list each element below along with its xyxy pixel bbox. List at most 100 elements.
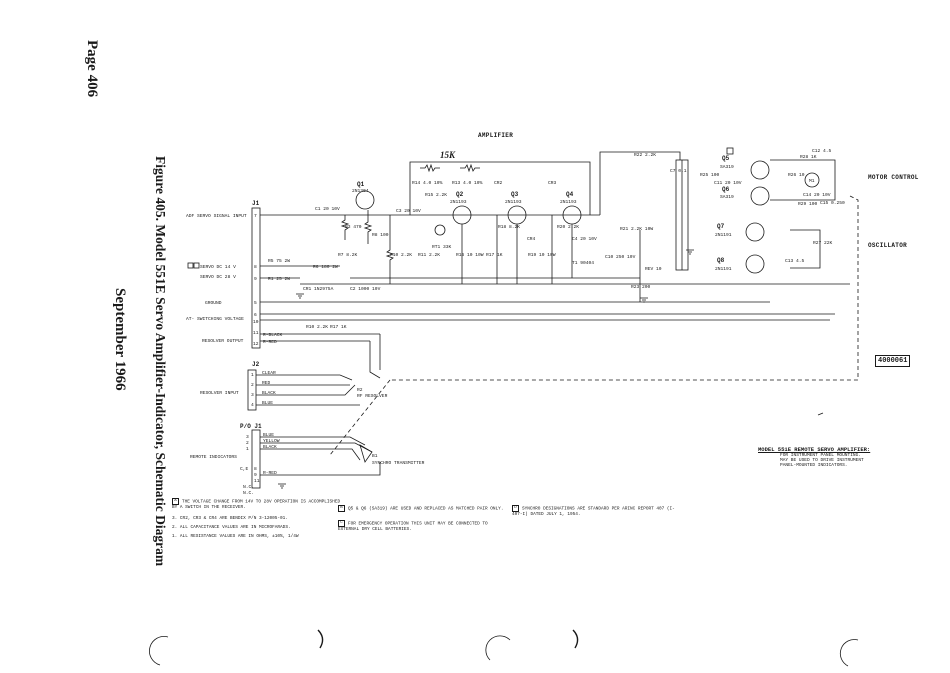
component-value: R19 10 10W [528, 252, 556, 258]
tick-mark [817, 412, 824, 416]
component-value: R26 10 [788, 172, 805, 178]
component-value: R11 2.2K [418, 252, 440, 258]
q1-type: 2N1304 [352, 188, 369, 194]
binder-hole-mark [485, 635, 511, 661]
output-rail [599, 151, 681, 215]
ground-symbols [278, 249, 694, 489]
component-value: R8 100 [372, 232, 389, 238]
component-value: R6 180 2W [313, 264, 338, 270]
note-a-marker [193, 262, 200, 269]
component-value: C14 20 10V [803, 192, 831, 198]
j2-wire: CLEAR [262, 370, 276, 376]
q7-ref: Q7 [717, 223, 725, 230]
j2-pin: 1 [251, 372, 254, 378]
pj1-label: P/O J1 [240, 423, 262, 430]
r2-desc: RF RESOLVER [357, 393, 388, 399]
component-value: R23 200 [631, 284, 651, 290]
note-mark: B [338, 505, 345, 512]
b1-synchro-symbol [359, 444, 373, 463]
q4-ref: Q4 [566, 191, 574, 198]
component-value: CR2 [494, 180, 503, 186]
resistor-symbol [420, 163, 440, 173]
j2-wire-line [256, 374, 353, 381]
j2-pin: 2 [251, 382, 254, 388]
pj1-title: REMOTE INDICATORS [190, 454, 237, 460]
ground-symbol [640, 297, 648, 303]
pj1-pin: 2 [246, 440, 249, 446]
j1-signal: GROUND [205, 300, 222, 306]
binder-hole-mark [317, 629, 324, 649]
j1-pin: 6 [254, 312, 257, 318]
component-value: R7 8.2K [338, 252, 358, 258]
component-value: C11 20 10V [714, 180, 742, 186]
component-value: R16 10 10W [456, 252, 484, 258]
j1-signal: RESOLVER OUTPUT [202, 338, 244, 344]
note-1: 1. ALL RESISTANCE VALUES ARE IN OHMS, ±1… [172, 534, 342, 539]
rt1-thermistor [434, 224, 446, 236]
j1-pin: 7 [254, 213, 257, 219]
component-value: C12 4.5 [812, 148, 832, 154]
pj1-pin: 9 [254, 472, 257, 478]
q2-type: 2N1193 [450, 199, 467, 205]
note-3: 3. CR2, CR3 & CR4 ARE BENDIX P/N 3-12005… [172, 516, 342, 521]
q1-ref: Q1 [357, 181, 365, 188]
b1-desc: SYNCHRO TRANSMITTER [372, 460, 425, 466]
q2-ref: Q2 [456, 191, 464, 198]
note-mark: 1. [172, 534, 178, 539]
component-value: R25 100 [700, 172, 720, 178]
pj1-pin: 3 [246, 434, 249, 440]
component-value: C3 20 10V [396, 208, 421, 214]
pj1-wire-line [260, 448, 361, 461]
r2-ref: R2 [357, 387, 363, 393]
j1-label: J1 [252, 200, 260, 207]
component-value: R28 1K [800, 154, 817, 160]
component-value: R20 2.2K [557, 224, 579, 230]
component-value: R3 470 [345, 224, 362, 230]
t1-label: C7 0.1 [670, 168, 687, 174]
component-value: R13 4.0 10% [452, 180, 483, 186]
q6-transistor [750, 186, 770, 206]
component-value: REV 10 [645, 266, 662, 272]
resistor-symbol [385, 215, 395, 284]
pj1-pin: 1 [246, 446, 249, 452]
q1-transistor [355, 190, 375, 210]
pj1-pin: N.C. [243, 484, 254, 490]
pj1-wire: R-RED [263, 470, 277, 476]
component-value: R5 75 2W [268, 258, 290, 264]
drawing-number: 4000061 [875, 355, 911, 367]
component-value: C15 0.250 [820, 200, 845, 206]
q8-type: 2N1191 [715, 266, 732, 272]
resistor-symbols [340, 163, 641, 302]
q5-ref: Q5 [722, 155, 730, 162]
j2-pin: 3 [251, 392, 254, 398]
motor-label: M1 [809, 178, 815, 184]
component-value: R14 4.0 10% [412, 180, 443, 186]
model-line: FOR INSTRUMENT PANEL MOUNTING. [780, 453, 862, 458]
component-value: R27 22K [813, 240, 833, 246]
q6-type: SA319 [720, 194, 734, 200]
ground-symbol [686, 249, 694, 255]
component-value: CR3 [548, 180, 557, 186]
q8-ref: Q8 [717, 257, 725, 264]
q7-transistor [745, 222, 765, 242]
j1-pin: 9 [254, 276, 257, 282]
j1-pin: 11 [253, 330, 259, 336]
j1-pin: 12 [253, 341, 259, 347]
pj1-wire: YELLOW [263, 438, 280, 444]
binder-hole-mark [149, 636, 169, 666]
ground-symbol [296, 293, 304, 299]
b1-ref: B1 [372, 453, 378, 459]
j2-label: J2 [252, 361, 260, 368]
j1-signal: AT- SWITCHING VOLTAGE [186, 316, 244, 322]
j2-wire-line [256, 384, 356, 396]
j2-wire: BLUE [262, 400, 273, 406]
component-value: R1 25 2W [268, 276, 290, 282]
component-value: C2 1000 10V [350, 286, 381, 292]
resistor-symbol [460, 163, 480, 173]
note-text: SYNCHRO DESIGNATIONS ARE STANDARD PER AR… [512, 506, 675, 518]
pj1-wire: BLACK [263, 444, 277, 450]
j1-pin: 5 [254, 300, 257, 306]
